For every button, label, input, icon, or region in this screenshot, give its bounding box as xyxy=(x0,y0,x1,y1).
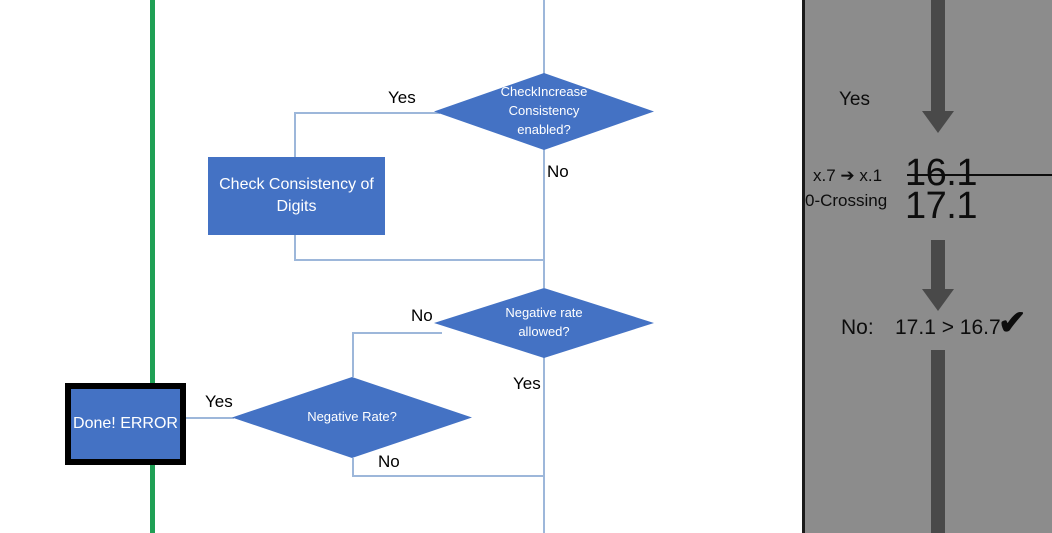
terminator-done-error-line-2: ERROR xyxy=(120,415,178,433)
connector-spine-top xyxy=(543,0,545,80)
connector-negrate-yes xyxy=(174,417,234,419)
edge-label-negative-rate-yes: Yes xyxy=(205,392,233,411)
process-check-consistency-line-1: Check Consistency xyxy=(219,176,357,194)
panel-result-label: No: xyxy=(841,316,874,339)
decision-negative-rate-allowed-line-1: Negative rate xyxy=(505,305,583,321)
panel-arrow-2-shaft xyxy=(931,240,945,290)
panel-value-struck: 16.1 xyxy=(905,152,1052,195)
connector-negrate-allowed-no-horizontal xyxy=(352,332,442,334)
panel-arrow-1-head-icon xyxy=(922,111,954,133)
panel-annotation-line-2: 0-Crossing xyxy=(805,191,888,210)
edge-label-negative-rate-allowed-yes: Yes xyxy=(513,374,541,393)
terminator-done-error-line-1: Done! xyxy=(73,415,116,433)
process-check-consistency-of-digits[interactable]: Check Consistency of Digits xyxy=(208,157,385,235)
panel-arrow-1-shaft xyxy=(931,0,945,112)
edge-label-negative-rate-no: No xyxy=(378,452,400,471)
connector-negrate-allowed-yes xyxy=(543,357,545,533)
connector-negrate-no-horizontal xyxy=(352,475,544,477)
decision-negative-rate-allowed-line-2: allowed? xyxy=(518,324,570,339)
panel-comparison: 17.1 > 16.7 xyxy=(895,316,1001,339)
decision-check-increase-line-1: CheckIncrease xyxy=(500,84,588,100)
panel-checkmark-icon: ✔ xyxy=(998,304,1027,342)
connector-checkincrease-yes-horizontal xyxy=(294,112,440,114)
connector-negrate-allowed-no-vertical xyxy=(352,332,354,377)
green-divider-line xyxy=(150,0,155,533)
panel-branch-label: Yes xyxy=(839,89,870,110)
connector-negrate-no-vertical xyxy=(352,458,354,477)
strikethrough-mark-icon xyxy=(907,174,1052,177)
panel-arrow-2-head-icon xyxy=(922,289,954,311)
process-check-consistency-line-2: of Digits xyxy=(276,176,374,215)
decision-negative-rate-allowed[interactable]: Negative rate allowed? xyxy=(434,288,654,358)
connector-out-of-consistency-box xyxy=(294,235,296,261)
panel-arrow-3-shaft xyxy=(931,350,945,533)
panel-value-current: 17.1 xyxy=(905,185,977,227)
decision-check-increase-consistency[interactable]: CheckIncrease Consistency enabled? xyxy=(434,73,654,150)
edge-label-check-increase-yes: Yes xyxy=(388,88,416,107)
edge-label-check-increase-no: No xyxy=(547,162,569,181)
panel-value-struck-text: 16.1 xyxy=(905,152,977,194)
decision-check-increase-line-2: Consistency xyxy=(508,103,580,119)
connector-consistency-rejoin xyxy=(294,259,544,261)
edge-label-negative-rate-allowed-no: No xyxy=(411,306,433,325)
terminator-done-error[interactable]: Done! ERROR xyxy=(65,383,186,465)
decision-negative-rate-line-1: Negative Rate? xyxy=(307,409,397,425)
panel-annotation-line-1: x.7 ➔ x.1 xyxy=(813,166,883,185)
connector-checkincrease-no xyxy=(543,148,545,288)
decision-check-increase-line-3: enabled? xyxy=(517,121,571,137)
connector-into-consistency-box xyxy=(294,112,296,157)
annotation-panel: Yes x.7 ➔ x.1 0-Crossing 16.1 17.1 No: 1… xyxy=(802,0,1052,533)
decision-negative-rate[interactable]: Negative Rate? xyxy=(232,377,472,458)
